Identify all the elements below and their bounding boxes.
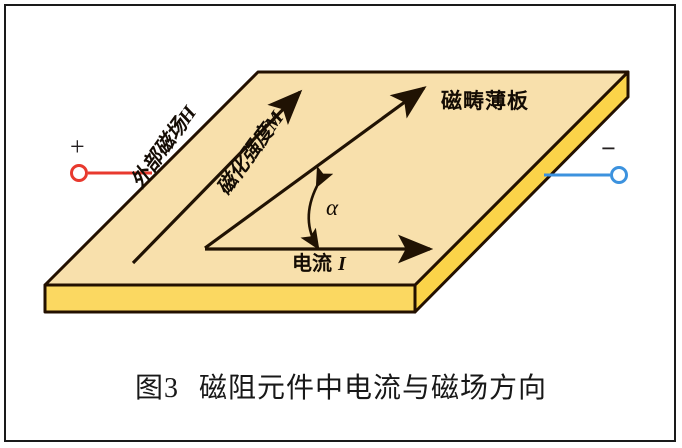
- current-label-text: 电流: [292, 253, 332, 275]
- positive-sign-label: +: [70, 132, 85, 161]
- plate-front-face: [43, 283, 417, 314]
- caption-number: 3: [164, 373, 179, 404]
- caption-prefix: 图: [134, 373, 164, 404]
- current-label: 电流 I: [292, 254, 346, 274]
- angle-alpha-label: α: [326, 195, 339, 220]
- angle-alpha-indicator: [300, 165, 334, 251]
- negative-sign-label: −: [601, 134, 616, 163]
- vector-magnetic-field-H: [131, 89, 303, 265]
- plate-top-face: [43, 70, 630, 287]
- terminal-negative[interactable]: [544, 166, 628, 184]
- terminal-positive[interactable]: [70, 164, 153, 182]
- figure-caption: 图3 磁阻元件中电流与磁场方向: [0, 366, 682, 406]
- current-symbol: I: [338, 253, 346, 275]
- positive-node-circle: [70, 164, 88, 182]
- caption-text: 磁阻元件中电流与磁场方向: [199, 373, 548, 404]
- plate-slab: [43, 70, 630, 314]
- negative-node-circle: [610, 166, 628, 184]
- plate-label: 磁畴薄板: [441, 89, 529, 113]
